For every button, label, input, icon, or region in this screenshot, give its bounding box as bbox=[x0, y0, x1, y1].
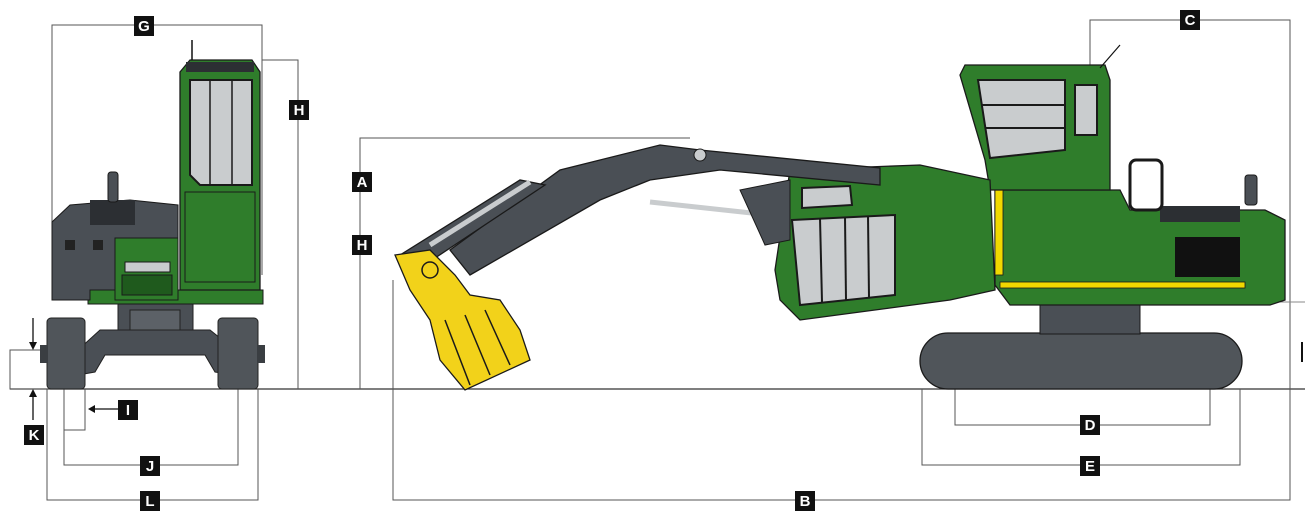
front-track-left bbox=[46, 317, 86, 390]
label-a: A bbox=[352, 172, 372, 192]
side-yellow-stripe bbox=[999, 281, 1246, 289]
label-j: J bbox=[140, 456, 160, 476]
dim-line-i bbox=[63, 389, 86, 431]
side-grapple-attachment bbox=[394, 249, 531, 391]
front-cab-roof-lights bbox=[186, 62, 254, 72]
side-grapple-tine-3 bbox=[484, 309, 511, 366]
side-boom-foot bbox=[739, 179, 791, 246]
svg-text:J: J bbox=[146, 458, 154, 475]
dim-line-g bbox=[51, 24, 263, 275]
side-engine-panel bbox=[1175, 237, 1240, 277]
svg-text:H: H bbox=[294, 102, 305, 119]
side-engine-grille bbox=[1160, 206, 1240, 222]
side-front-window-upper bbox=[801, 184, 854, 210]
svg-text:B: B bbox=[800, 493, 811, 510]
svg-text:C: C bbox=[1185, 12, 1196, 29]
dim-line-c bbox=[1089, 19, 1180, 80]
label-h-side: H bbox=[352, 235, 372, 255]
side-grapple-tine-2 bbox=[464, 314, 491, 376]
front-track-right bbox=[217, 317, 259, 390]
dim-line-j bbox=[63, 389, 239, 466]
label-l: L bbox=[140, 491, 160, 511]
side-front-window-lower bbox=[790, 213, 896, 307]
label-d: D bbox=[1080, 415, 1100, 435]
arrowhead-k-top bbox=[29, 342, 37, 350]
svg-text:G: G bbox=[138, 18, 150, 35]
side-main-boom bbox=[449, 144, 881, 276]
svg-text:L: L bbox=[145, 493, 154, 510]
side-view bbox=[359, 19, 1305, 501]
svg-text:I: I bbox=[126, 402, 130, 419]
side-cab-antenna bbox=[1099, 44, 1121, 69]
front-radiator-grill bbox=[90, 200, 135, 225]
arrowhead-i bbox=[88, 405, 95, 413]
front-view bbox=[9, 24, 299, 501]
label-k: K bbox=[24, 425, 44, 445]
arrowhead-k-bottom bbox=[29, 389, 37, 397]
front-track-pad-left bbox=[40, 345, 48, 363]
label-i: I bbox=[118, 400, 138, 420]
label-h-front: H bbox=[289, 100, 309, 120]
label-e: E bbox=[1080, 456, 1100, 476]
label-b: B bbox=[795, 491, 815, 511]
label-c: C bbox=[1180, 10, 1200, 30]
front-cab-lower-panel bbox=[184, 191, 256, 283]
side-front-window-div-2 bbox=[844, 216, 847, 301]
side-front-window-div-1 bbox=[819, 217, 823, 303]
dim-line-l bbox=[46, 389, 259, 501]
svg-text:K: K bbox=[29, 427, 40, 444]
dim-line-b bbox=[392, 19, 1291, 501]
side-handrail bbox=[1128, 158, 1164, 212]
side-hydraulic-cylinder-1 bbox=[428, 179, 532, 248]
side-grapple-tine-1 bbox=[444, 319, 471, 386]
dim-line-a bbox=[359, 137, 690, 389]
front-cab-window bbox=[189, 79, 253, 186]
side-front-window-div-3 bbox=[867, 215, 870, 298]
front-undercarriage-frame bbox=[77, 329, 236, 376]
side-cab-window-front bbox=[976, 79, 1066, 160]
dim-line-h-front bbox=[262, 59, 299, 389]
label-g: G bbox=[134, 16, 154, 36]
side-swing-bearing bbox=[1039, 303, 1141, 335]
svg-text:E: E bbox=[1085, 458, 1095, 475]
front-door-handle-1 bbox=[65, 240, 75, 250]
front-exhaust bbox=[107, 171, 119, 203]
side-boom-pin bbox=[693, 148, 707, 162]
side-exhaust bbox=[1244, 174, 1258, 206]
side-cab-door-window bbox=[1074, 84, 1098, 136]
front-door-handle-2 bbox=[93, 240, 103, 250]
svg-text:A: A bbox=[357, 174, 368, 191]
svg-text:D: D bbox=[1085, 417, 1096, 434]
front-track-pad-right bbox=[257, 345, 265, 363]
front-light-bar bbox=[124, 261, 171, 273]
front-grille bbox=[121, 274, 173, 296]
side-track bbox=[919, 332, 1243, 390]
dim-line-k bbox=[9, 349, 50, 390]
front-center-post-inner bbox=[129, 309, 181, 331]
svg-text:H: H bbox=[357, 237, 368, 254]
side-grapple-pivot bbox=[421, 261, 439, 279]
